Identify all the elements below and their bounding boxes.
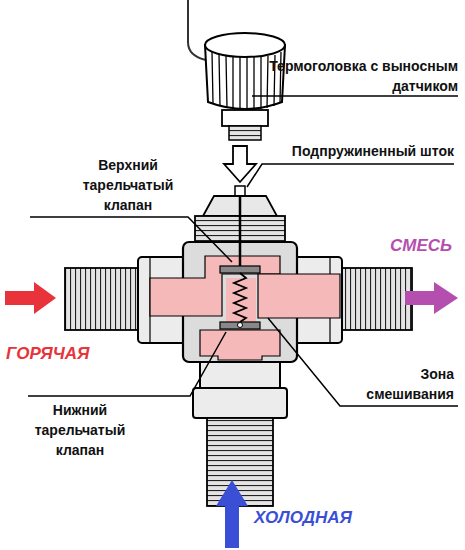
capillary-tube [188, 0, 206, 60]
flow-label: ХОЛОДНАЯ [254, 508, 384, 528]
valve-mechanism [220, 196, 260, 329]
flow-label: СМЕСЬ [390, 236, 465, 256]
hot-arrow [5, 282, 56, 314]
part-label: Термоголовка с выносным датчиком [262, 56, 458, 96]
part-label: Подпружиненный шток [250, 141, 454, 161]
valve-ports [65, 257, 412, 506]
flow-channels [150, 256, 340, 360]
mix-arrow [405, 282, 458, 314]
flow-label: ГОРЯЧАЯ [6, 344, 116, 364]
part-label: Зона смешивания [338, 364, 454, 404]
part-label: Верхний тарельчатый клапан [66, 155, 190, 215]
thermostatic-head [205, 33, 285, 140]
cold-arrow [216, 480, 248, 548]
part-label: Нижний тарельчатый клапан [18, 400, 142, 460]
mount-arrow [224, 146, 256, 182]
